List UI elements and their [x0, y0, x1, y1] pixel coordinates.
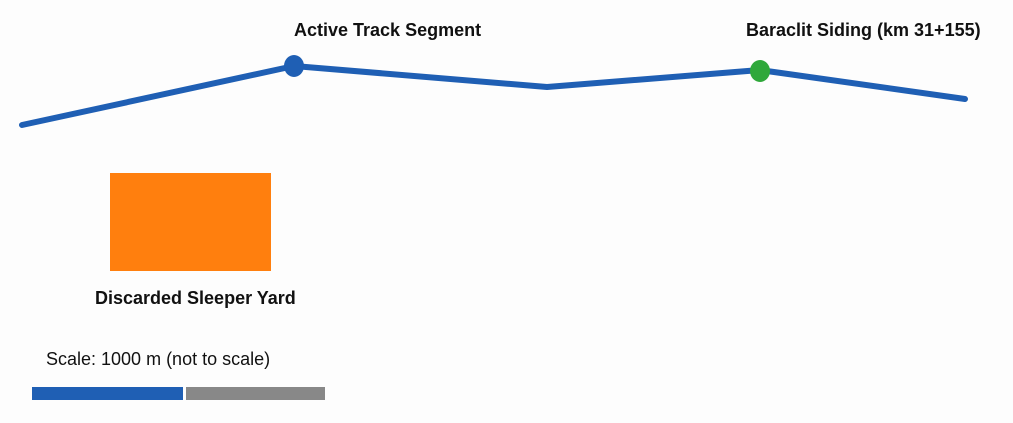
active-track-label: Active Track Segment — [294, 20, 482, 40]
sleeper-yard-label: Discarded Sleeper Yard — [95, 288, 296, 308]
siding-label: Baraclit Siding (km 31+155) — [746, 20, 981, 40]
track-line[interactable] — [19, 63, 968, 128]
scale-bar-primary-segment — [32, 387, 183, 400]
scale-label: Scale: 1000 m (not to scale) — [46, 349, 271, 369]
scale-bar-secondary-segment — [186, 387, 325, 400]
active-segment-marker[interactable] — [284, 55, 304, 77]
sleeper-yard-area[interactable] — [110, 173, 271, 271]
siding-marker[interactable] — [750, 60, 770, 82]
